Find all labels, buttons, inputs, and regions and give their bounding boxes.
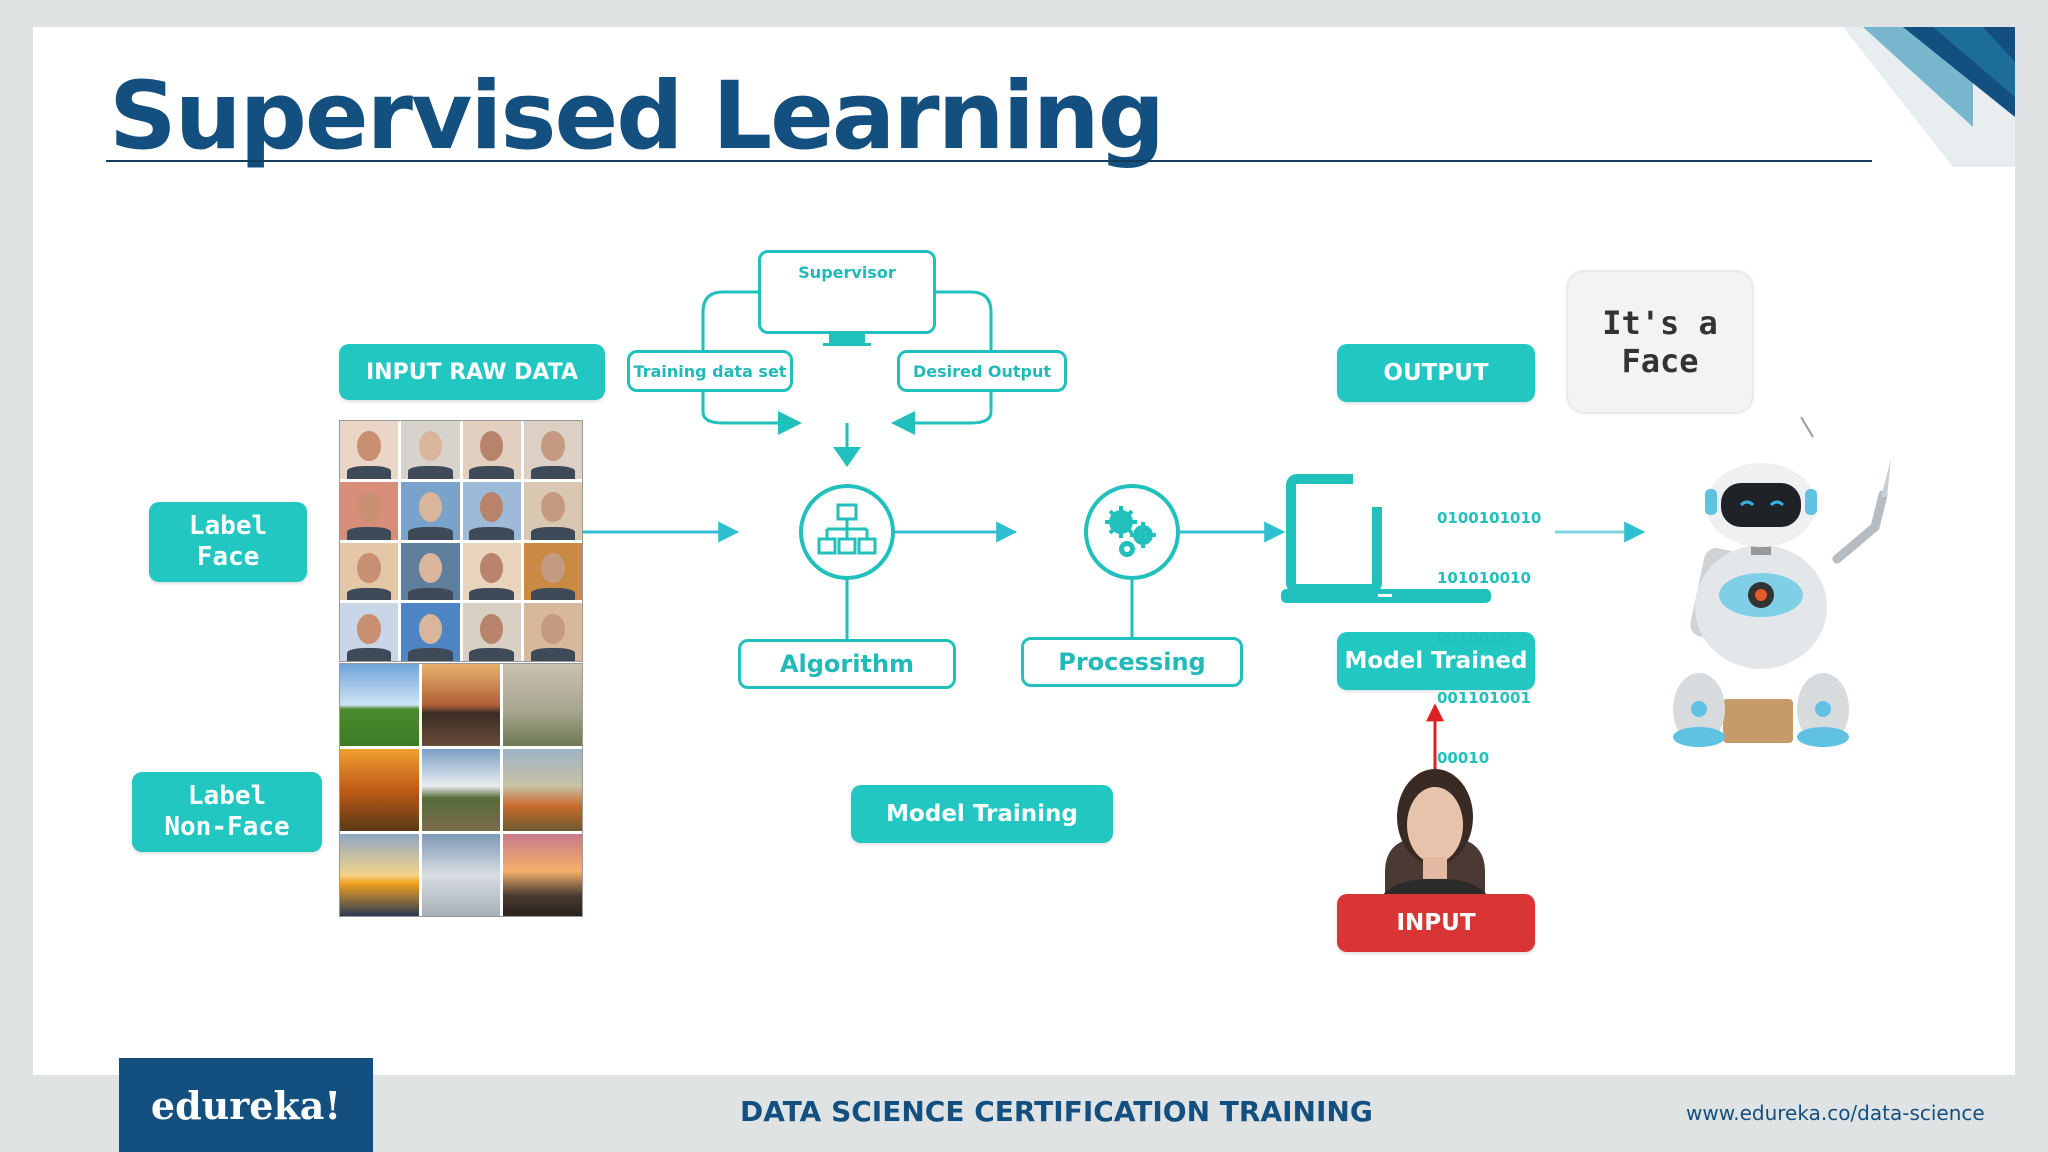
binary-code: 0100101010 101010010 0010010 001101001 0… [1437, 468, 1557, 808]
nonface-photo-tile [340, 834, 419, 916]
output-label: OUTPUT [1383, 360, 1489, 386]
input-raw-data-label: INPUT RAW DATA [365, 359, 579, 385]
algorithm-label: Algorithm [779, 650, 915, 678]
face-photo-grid [339, 420, 583, 662]
input-pill: INPUT [1337, 894, 1535, 952]
footer-url[interactable]: www.edureka.co/data-science [1686, 1101, 1985, 1125]
model-training-pill: Model Training [851, 785, 1113, 843]
nonface-photo-tile [340, 664, 419, 746]
label-nonface-pill: Label Non-Face [132, 772, 322, 852]
gears-icon [1084, 484, 1180, 580]
label-face-pill: Label Face [149, 502, 307, 582]
laptop-icon [1281, 467, 1491, 603]
supervisor-box: Supervisor [758, 250, 936, 334]
algorithm-box: Algorithm [738, 639, 956, 689]
training-data-set-label: Training data set [633, 361, 787, 381]
corner-decoration [1843, 27, 2015, 167]
loop-arrowheads [778, 411, 915, 467]
nonface-photo-tile [421, 834, 501, 916]
label-face-line1: Label [188, 510, 268, 541]
input-label: INPUT [1396, 910, 1476, 936]
label-nonface-line1: Label [187, 780, 267, 811]
robot-icon [1673, 416, 1891, 747]
face-photo-tile [523, 421, 582, 479]
model-training-label: Model Training [886, 801, 1078, 827]
desired-output-box: Desired Output [897, 350, 1067, 392]
nonface-photo-tile [503, 664, 582, 746]
desired-output-label: Desired Output [912, 361, 1052, 381]
processing-label: Processing [1058, 648, 1206, 676]
binary-line: 0100101010 [1437, 509, 1542, 527]
processing-box: Processing [1021, 637, 1243, 687]
footer-course-title: DATA SCIENCE CERTIFICATION TRAINING [740, 1095, 1373, 1128]
face-photo-tile [462, 481, 521, 540]
hierarchy-icon [799, 484, 895, 580]
face-photo-tile [523, 542, 582, 601]
face-photo-tile [523, 481, 582, 540]
face-photo-tile [340, 603, 399, 661]
label-face-line2: Face [196, 542, 260, 572]
binary-line: 101010010 [1437, 569, 1531, 587]
face-photo-tile [340, 421, 399, 479]
nonface-photo-tile [340, 749, 419, 831]
face-photo-tile [401, 603, 460, 661]
face-photo-tile [340, 542, 399, 601]
face-photo-tile [462, 603, 521, 661]
nonface-photo-tile [503, 834, 582, 916]
supervisor-label: Supervisor [798, 263, 896, 282]
face-photo-tile [401, 421, 460, 479]
nonface-photo-grid [339, 663, 583, 917]
face-photo-tile [523, 603, 582, 661]
nonface-photo-tile [421, 749, 501, 831]
nonface-photo-tile [421, 664, 501, 746]
output-pill: OUTPUT [1337, 344, 1535, 402]
face-photo-tile [401, 481, 460, 540]
bubble-line1: It's a [1602, 303, 1718, 342]
slide: Supervised Learning [33, 27, 2015, 1075]
bubble-line2: Face [1621, 342, 1699, 380]
binary-line: 00010 [1437, 749, 1490, 767]
edureka-logo: edureka! [119, 1058, 373, 1152]
supervisor-loop [701, 290, 993, 447]
speech-bubble: It's a Face [1568, 272, 1752, 412]
diagram-connectors [581, 290, 1891, 917]
nonface-photo-tile [503, 749, 582, 831]
model-trained-label: Model Trained [1344, 648, 1528, 674]
page-title: Supervised Learning [109, 62, 1165, 171]
face-photo-tile [462, 421, 521, 479]
binary-line: 0010010 [1437, 629, 1511, 647]
binary-line: 001101001 [1437, 689, 1531, 707]
face-photo-tile [401, 542, 460, 601]
face-photo-tile [340, 481, 399, 540]
model-trained-pill: Model Trained [1337, 632, 1535, 690]
title-divider [106, 160, 1872, 162]
face-photo-tile [462, 542, 521, 601]
input-raw-data-pill: INPUT RAW DATA [339, 344, 605, 400]
label-nonface-line2: Non-Face [164, 812, 290, 842]
training-data-set-box: Training data set [627, 350, 793, 392]
